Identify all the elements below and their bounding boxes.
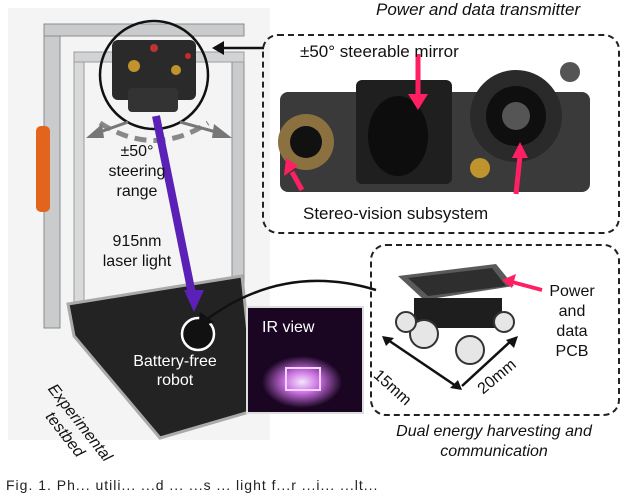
- battery-free-robot-label: Battery-free robot: [133, 353, 217, 389]
- stereo-vision-label: Stereo-vision subsystem: [303, 204, 489, 223]
- robot-photo: [395, 264, 515, 365]
- transmitter-caption: Power and data transmitter: [376, 0, 581, 19]
- transmitter-callout-box: [262, 34, 620, 234]
- steering-range-label: ±50° steering range: [108, 143, 166, 200]
- steering-arrow-left: [86, 120, 129, 138]
- robot-callout-box: [370, 244, 620, 416]
- robot-highlight-circle: [180, 316, 216, 352]
- steering-arrow-right: [179, 120, 232, 138]
- arrow-to-robot-callout: [198, 279, 377, 328]
- laser-beam: [152, 115, 196, 295]
- ir-view-inset: [246, 306, 364, 414]
- transmitter-highlight-circle: [98, 19, 210, 131]
- pcb-arrow: [502, 274, 543, 292]
- testbed-photo: [8, 8, 270, 440]
- dual-energy-caption: Dual energy harvesting and communication: [396, 423, 592, 460]
- transmitter-photo: [278, 54, 590, 195]
- mirror-label: ±50° steerable mirror: [300, 42, 459, 61]
- dimension-arrows: [382, 336, 518, 390]
- figure-caption: Fig. 1. Ph... utili... ...d ... ...s ...…: [6, 477, 379, 493]
- pcb-label: Power and data PCB: [549, 283, 595, 360]
- arrow-to-transmitter-callout: [212, 41, 264, 55]
- steering-range-arc: [98, 120, 210, 143]
- left-camera-arrow: [289, 170, 305, 192]
- laser-label: 915nm laser light: [102, 233, 172, 270]
- transmitter-unit: [112, 40, 196, 112]
- ir-view-label: IR view: [262, 319, 315, 336]
- right-camera-arrow: [513, 155, 523, 195]
